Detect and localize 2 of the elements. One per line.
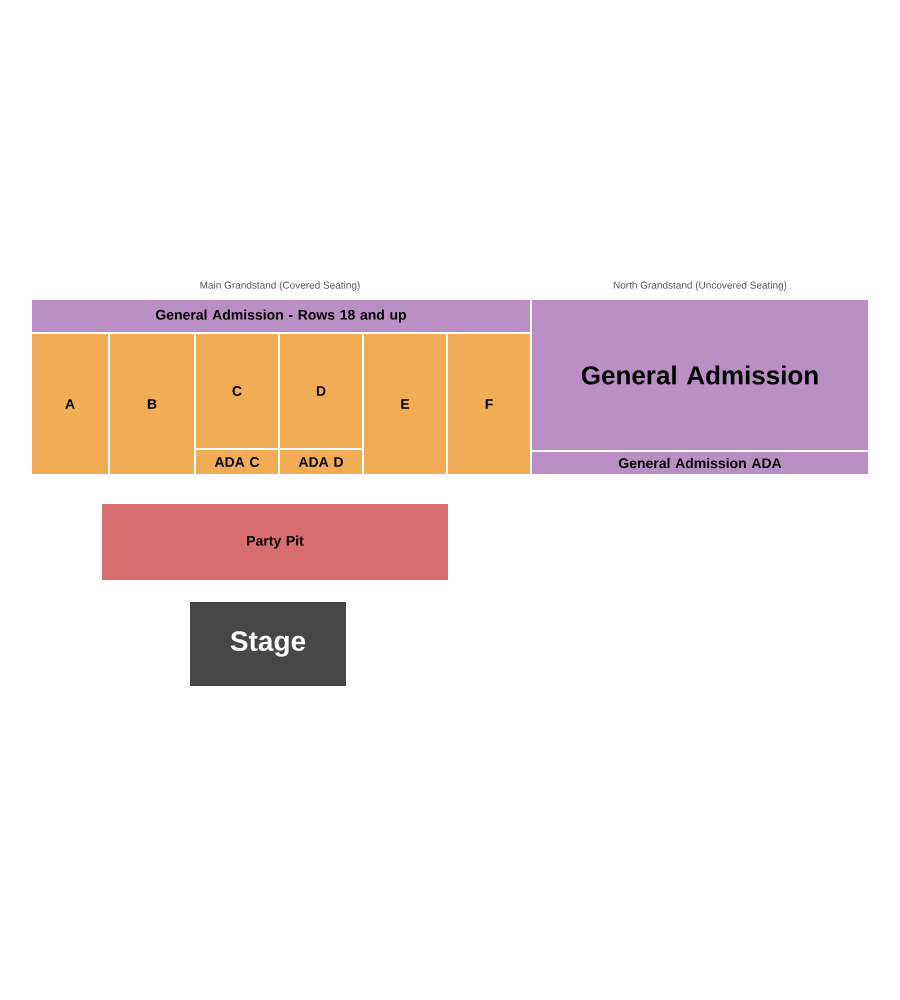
stage-block: Stage [190,602,346,686]
node-label: General Admission [581,365,818,385]
